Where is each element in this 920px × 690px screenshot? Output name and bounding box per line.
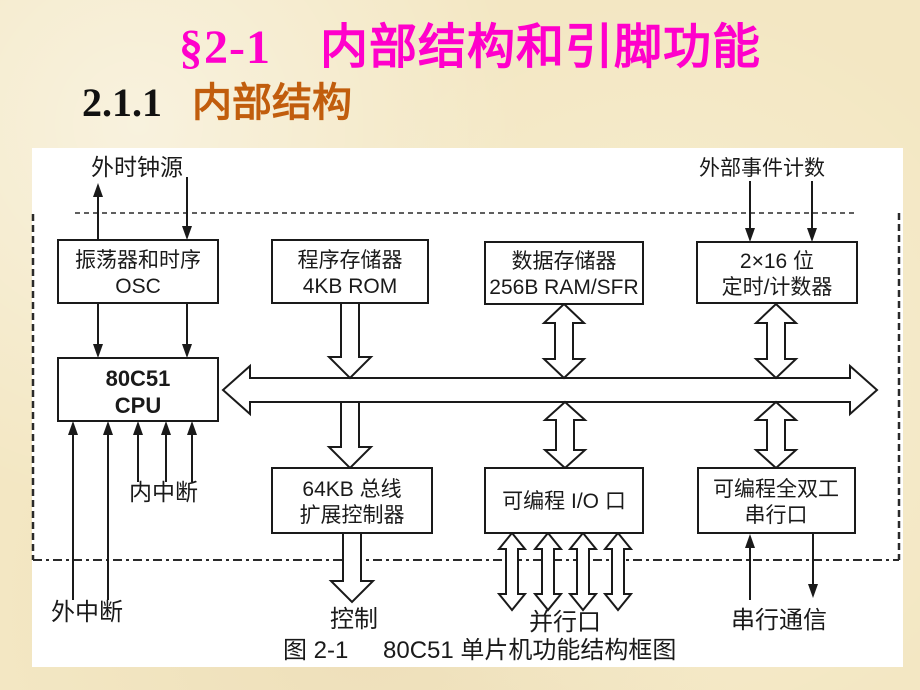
osc-block: 振荡器和时序 OSC [57,239,219,304]
parallel-port-arrow-4 [602,531,634,612]
osc-label-line1: 振荡器和时序 [75,249,201,272]
ext-interrupt-arrow-2 [103,421,113,600]
bus-controller-label-line2: 扩展控制器 [300,504,405,527]
rom-block: 程序存储器 4KB ROM [271,239,429,304]
figure-caption-text: 80C51 单片机功能结构框图 [383,637,676,664]
serial-out-arrow [808,533,818,598]
section-title: 内部结构 [192,80,352,125]
bus-controller-label-line1: 64KB 总线 [302,478,401,501]
cpu-label-line2: CPU [115,393,161,418]
control-label: 控制 [330,606,378,633]
cpu-label-line1: 80C51 [106,366,171,391]
ram-label-line1: 数据存储器 [512,250,617,273]
bus-busctrl-arrow [326,401,374,470]
io-port-block: 可编程 I/O 口 [484,467,644,534]
parallel-port-arrow-1 [496,531,528,612]
serial-port-label-line2: 串行口 [745,504,808,527]
ram-bus-connector [541,302,587,380]
bus-controller-block: 64KB 总线 扩展控制器 [271,467,433,534]
parallel-port-arrow-3 [567,531,599,612]
ext-clock-out-arrow [93,183,103,240]
rom-label-line2: 4KB ROM [303,275,398,298]
ram-block: 数据存储器 256B RAM/SFR [484,241,644,305]
osc-cpu-arrow-2 [182,303,192,358]
section-number: 2.1.1 [82,80,162,125]
ext-event-arrow-2 [807,181,817,242]
int-interrupt-arrow-3 [187,421,197,482]
serial-in-arrow [745,534,755,600]
timer-block: 2×16 位 定时/计数器 [696,241,858,304]
rom-label-line1: 程序存储器 [298,249,403,272]
system-bus [221,363,879,417]
external-interrupt-label: 外中断 [51,599,123,626]
serial-comm-label: 串行通信 [731,607,827,634]
figure-caption-number: 图 2-1 [283,637,348,664]
cpu-block: 80C51 CPU [57,357,219,422]
int-interrupt-arrow-2 [161,421,171,482]
page-title: §2-1 内部结构和引脚功能 [179,21,761,74]
rom-bus-arrow [326,302,374,380]
section-heading: 2.1.1 内部结构 [82,82,352,124]
timer-bus-connector [753,302,799,380]
int-interrupt-arrow-1 [133,421,143,482]
ext-interrupt-arrow-1 [68,421,78,600]
ram-label-line2: 256B RAM/SFR [489,276,638,299]
io-port-label: 可编程 I/O 口 [502,490,626,513]
osc-cpu-arrow-1 [93,303,103,358]
ext-clock-label: 外时钟源 [91,154,183,180]
ext-clock-in-arrow [182,177,192,240]
parallel-port-arrow-2 [532,531,564,612]
parallel-port-label: 并行口 [529,609,601,636]
osc-label-line2: OSC [115,275,161,298]
timer-label-line2: 定时/计数器 [722,276,833,299]
serial-port-label-line1: 可编程全双工 [713,478,839,501]
internal-interrupt-label: 内中断 [129,479,198,505]
ext-event-arrow-1 [745,181,755,242]
busctrl-control-arrow [328,532,376,604]
serial-port-block: 可编程全双工 串行口 [697,467,856,534]
timer-label-line1: 2×16 位 [740,250,814,273]
ext-event-label: 外部事件计数 [699,157,825,180]
